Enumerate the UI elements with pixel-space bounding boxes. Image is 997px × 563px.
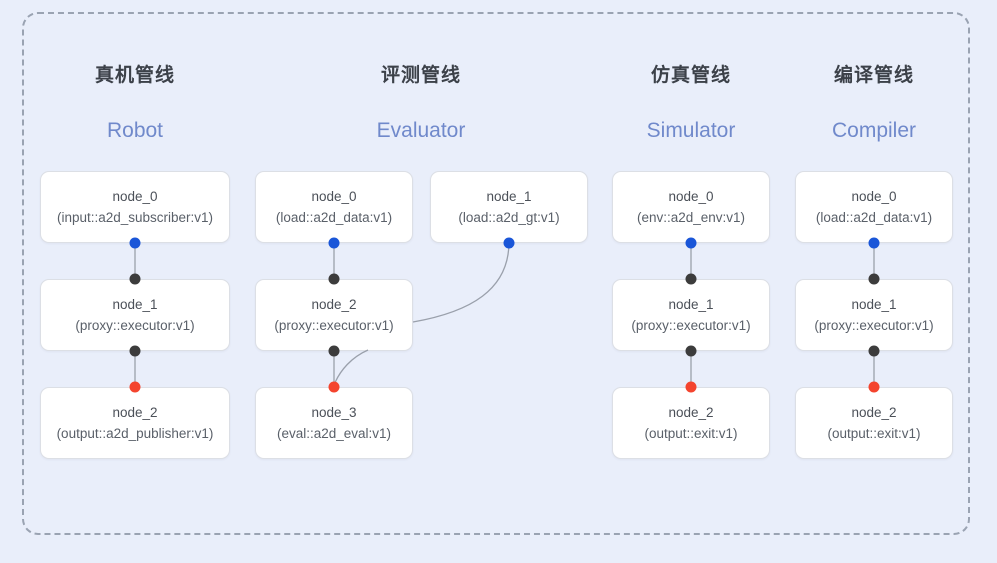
node-robot-2[interactable]: node_2 (output::a2d_publisher:v1) bbox=[40, 387, 230, 459]
node-id: node_0 bbox=[851, 189, 897, 204]
node-evaluator-1-gt[interactable]: node_1 (load::a2d_gt:v1) bbox=[430, 171, 588, 243]
port-input-simulator-2[interactable] bbox=[685, 381, 697, 393]
node-type: (load::a2d_data:v1) bbox=[815, 210, 933, 225]
port-output-compiler-0[interactable] bbox=[868, 237, 880, 249]
node-compiler-0[interactable]: node_0 (load::a2d_data:v1) bbox=[795, 171, 953, 243]
node-type: (output::exit:v1) bbox=[827, 426, 921, 441]
node-type: (proxy::executor:v1) bbox=[75, 318, 195, 333]
port-input-compiler-2[interactable] bbox=[868, 381, 880, 393]
node-compiler-1[interactable]: node_1 (proxy::executor:v1) bbox=[795, 279, 953, 351]
node-evaluator-0[interactable]: node_0 (load::a2d_data:v1) bbox=[255, 171, 413, 243]
node-robot-1[interactable]: node_1 (proxy::executor:v1) bbox=[40, 279, 230, 351]
node-id: node_1 bbox=[112, 297, 158, 312]
node-id: node_3 bbox=[311, 405, 357, 420]
node-simulator-2[interactable]: node_2 (output::exit:v1) bbox=[612, 387, 770, 459]
node-type: (proxy::executor:v1) bbox=[814, 318, 934, 333]
pipeline-group-frame bbox=[22, 12, 970, 535]
port-input-simulator-1[interactable] bbox=[685, 273, 697, 285]
port-input-evaluator-3[interactable] bbox=[328, 381, 340, 393]
port-output-simulator-1[interactable] bbox=[685, 345, 697, 357]
node-evaluator-3-eval[interactable]: node_3 (eval::a2d_eval:v1) bbox=[255, 387, 413, 459]
port-output-simulator-0[interactable] bbox=[685, 237, 697, 249]
node-id: node_2 bbox=[668, 405, 714, 420]
node-simulator-0[interactable]: node_0 (env::a2d_env:v1) bbox=[612, 171, 770, 243]
node-id: node_1 bbox=[851, 297, 897, 312]
node-type: (output::exit:v1) bbox=[644, 426, 738, 441]
node-robot-0[interactable]: node_0 (input::a2d_subscriber:v1) bbox=[40, 171, 230, 243]
node-type: (env::a2d_env:v1) bbox=[636, 210, 746, 225]
node-type: (output::a2d_publisher:v1) bbox=[56, 426, 214, 441]
node-id: node_2 bbox=[311, 297, 357, 312]
node-type: (input::a2d_subscriber:v1) bbox=[56, 210, 214, 225]
node-id: node_1 bbox=[668, 297, 714, 312]
port-input-compiler-1[interactable] bbox=[868, 273, 880, 285]
port-output-compiler-1[interactable] bbox=[868, 345, 880, 357]
node-type: (load::a2d_data:v1) bbox=[275, 210, 393, 225]
port-output-evaluator-2[interactable] bbox=[328, 345, 340, 357]
node-id: node_2 bbox=[112, 405, 158, 420]
port-output-robot-0[interactable] bbox=[129, 237, 141, 249]
port-output-evaluator-0[interactable] bbox=[328, 237, 340, 249]
node-type: (load::a2d_gt:v1) bbox=[458, 210, 560, 225]
node-id: node_0 bbox=[668, 189, 714, 204]
node-id: node_2 bbox=[851, 405, 897, 420]
port-input-evaluator-2[interactable] bbox=[328, 273, 340, 285]
node-simulator-1[interactable]: node_1 (proxy::executor:v1) bbox=[612, 279, 770, 351]
port-input-robot-2[interactable] bbox=[129, 381, 141, 393]
node-evaluator-2-executor[interactable]: node_2 (proxy::executor:v1) bbox=[255, 279, 413, 351]
port-input-robot-1[interactable] bbox=[129, 273, 141, 285]
port-output-robot-1[interactable] bbox=[129, 345, 141, 357]
node-type: (proxy::executor:v1) bbox=[631, 318, 751, 333]
port-output-evaluator-1-gt[interactable] bbox=[503, 237, 515, 249]
node-id: node_0 bbox=[112, 189, 158, 204]
node-id: node_1 bbox=[486, 189, 532, 204]
node-type: (eval::a2d_eval:v1) bbox=[276, 426, 392, 441]
node-type: (proxy::executor:v1) bbox=[274, 318, 394, 333]
node-id: node_0 bbox=[311, 189, 357, 204]
node-compiler-2[interactable]: node_2 (output::exit:v1) bbox=[795, 387, 953, 459]
